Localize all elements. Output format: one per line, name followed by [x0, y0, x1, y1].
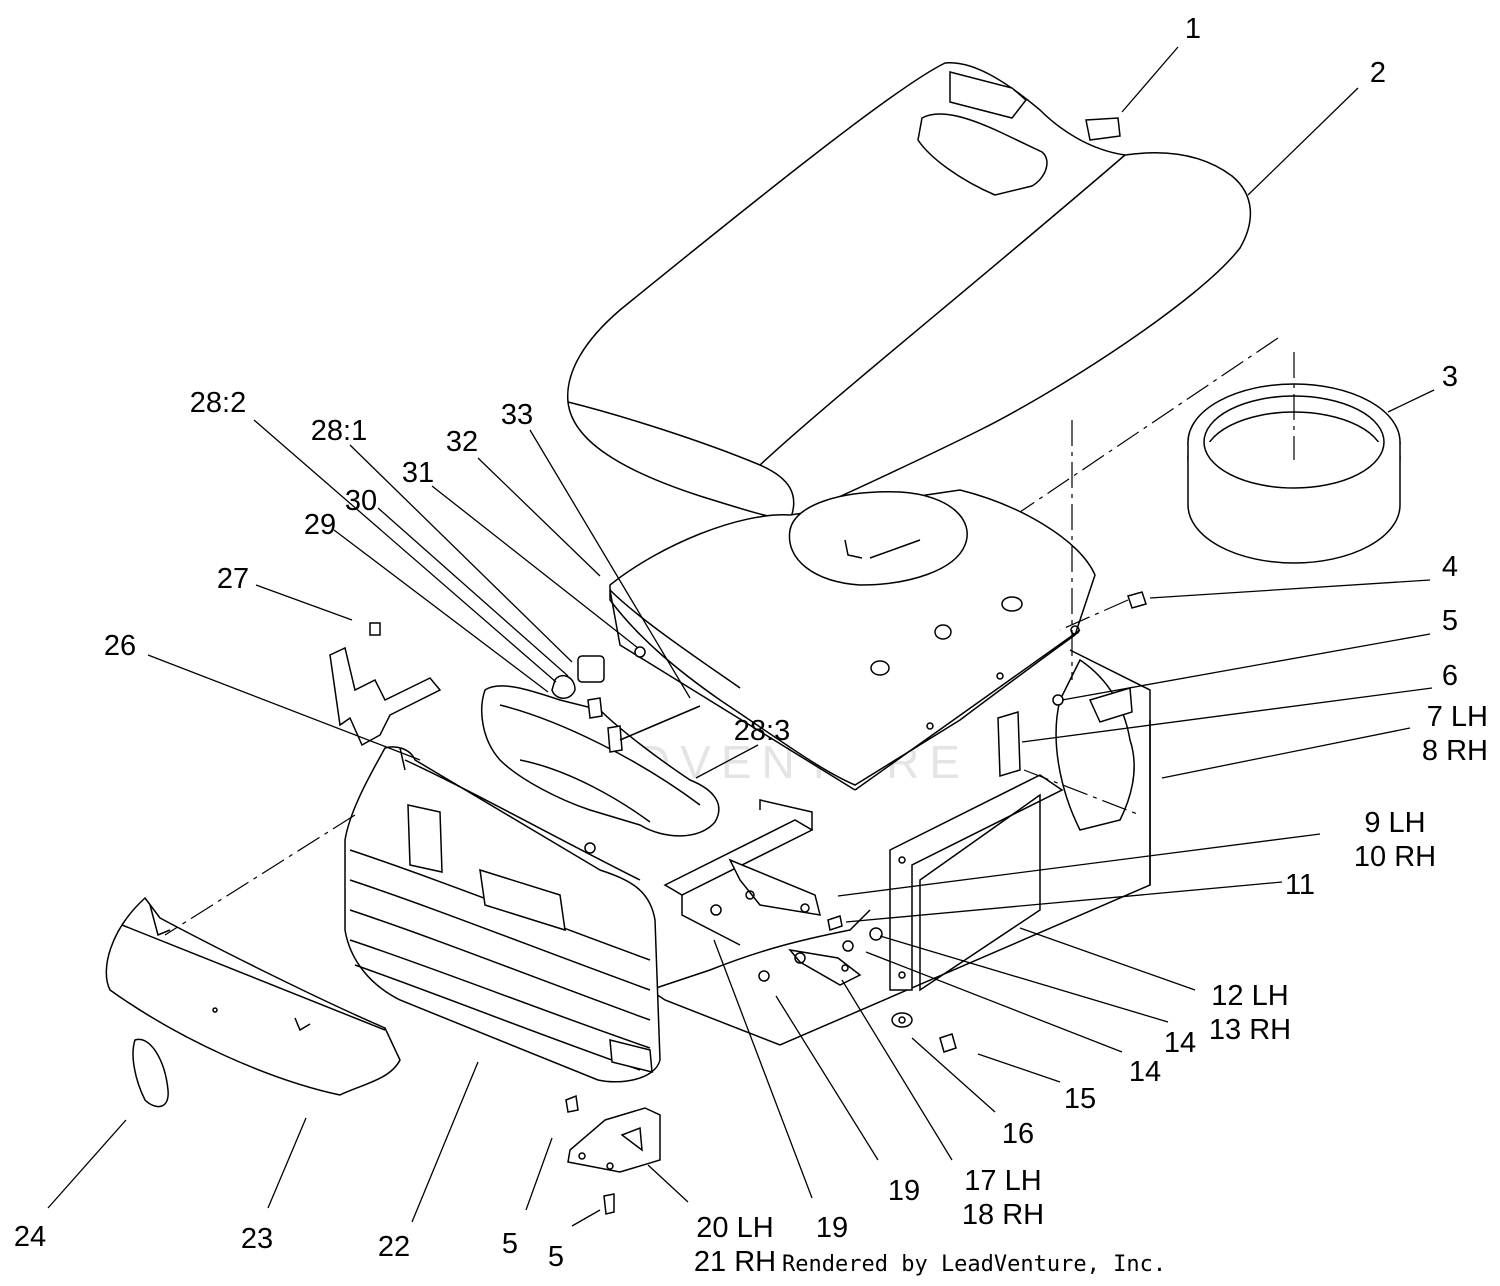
callout-line: 17 LH: [964, 1165, 1041, 1197]
hardware-fasteners: [565, 842, 957, 1215]
callout-line: 24: [14, 1221, 46, 1253]
callout-line: 31: [402, 457, 434, 489]
callout-c16: 16: [1002, 1118, 1034, 1150]
callout-c30: 30: [345, 485, 377, 517]
clip-part: [1127, 591, 1147, 609]
callout-c27: 27: [217, 563, 249, 595]
callout-line: 28:3: [734, 715, 790, 747]
switch-assembly-part: [551, 646, 701, 753]
callout-line: 15: [1064, 1083, 1096, 1115]
center-lines: [164, 337, 1295, 936]
callout-c281: 28:1: [311, 415, 367, 447]
callout-c14b: 14: [1129, 1056, 1161, 1088]
render-credit: Rendered by LeadVenture, Inc.: [782, 1252, 1166, 1277]
callout-line: 4: [1442, 551, 1458, 583]
pad-part: [997, 711, 1021, 777]
callout-line: 30: [345, 485, 377, 517]
callout-line: 16: [1002, 1118, 1034, 1150]
callout-c11: 11: [1285, 869, 1315, 901]
callout-line: 20 LH: [696, 1212, 773, 1244]
callout-line: 21 RH: [694, 1246, 776, 1278]
emblem-part: [132, 1038, 169, 1108]
callout-line: 18 RH: [962, 1199, 1044, 1231]
callout-line: 22: [378, 1231, 410, 1263]
callout-line: 26: [104, 630, 136, 662]
callout-line: 28:2: [190, 387, 246, 419]
callout-line: 13 RH: [1209, 1014, 1291, 1046]
grille-housing-part: [344, 746, 661, 1083]
callout-c2: 2: [1370, 57, 1386, 89]
callout-line: 6: [1442, 660, 1458, 692]
callout-c23: 23: [241, 1223, 273, 1255]
callout-line: 12 LH: [1211, 980, 1288, 1012]
callout-line: 10 RH: [1354, 841, 1436, 873]
callout-line: 5: [548, 1241, 564, 1273]
callout-c282: 28:2: [190, 387, 246, 419]
callout-line: 32: [446, 426, 478, 458]
callout-line: 14: [1129, 1056, 1161, 1088]
callout-line: 3: [1442, 361, 1458, 393]
callout-line: 28:1: [311, 415, 367, 447]
callout-c1: 1: [1185, 13, 1201, 45]
callout-line: 7 LH: [1427, 701, 1488, 733]
callout-line: 8 RH: [1422, 735, 1488, 767]
callout-line: 1: [1185, 13, 1201, 45]
lower-bracket-part: [567, 1107, 661, 1173]
callout-c5b: 5: [502, 1228, 518, 1260]
callout-line: 14: [1164, 1027, 1196, 1059]
callout-c24: 24: [14, 1221, 46, 1253]
callout-line: 2: [1370, 57, 1386, 89]
callout-c3: 3: [1442, 361, 1458, 393]
callout-c31: 31: [402, 457, 434, 489]
callout-c32: 32: [446, 426, 478, 458]
callout-c26: 26: [104, 630, 136, 662]
callout-c4: 4: [1442, 551, 1458, 583]
callout-c22: 22: [378, 1231, 410, 1263]
fender-bracket-part: [889, 774, 1064, 992]
leader-lines: [47, 46, 1435, 1227]
grille-insert-part: [481, 685, 720, 837]
callout-c19a: 19: [888, 1175, 920, 1207]
callout-line: 33: [501, 399, 533, 431]
small-bracket-part: [1052, 687, 1133, 723]
callout-c5a: 5: [1442, 605, 1458, 637]
callout-c15: 15: [1064, 1083, 1096, 1115]
callout-c19b: 19: [816, 1212, 848, 1244]
callout-line: 5: [502, 1228, 518, 1260]
dash-panel-part: [609, 489, 1096, 791]
callout-c283: 28:3: [734, 715, 790, 747]
callout-line: 23: [241, 1223, 273, 1255]
callout-line: 11: [1285, 869, 1315, 901]
frame-rail-part: [663, 799, 822, 946]
headlight-bracket-part: [329, 622, 442, 747]
hood-part: [566, 62, 1252, 521]
callout-line: 19: [816, 1212, 848, 1244]
callout-line: 9 LH: [1364, 807, 1425, 839]
callout-c5c: 5: [548, 1241, 564, 1273]
front-bumper-part: [105, 896, 401, 1096]
callout-line: 29: [304, 509, 336, 541]
callout-line: 27: [217, 563, 249, 595]
hinge-plate-part: [788, 948, 862, 986]
callout-c33: 33: [501, 399, 533, 431]
callout-c14a: 14: [1164, 1027, 1196, 1059]
callout-c29: 29: [304, 509, 336, 541]
callout-line: 5: [1442, 605, 1458, 637]
callout-c6: 6: [1442, 660, 1458, 692]
callout-line: 19: [888, 1175, 920, 1207]
